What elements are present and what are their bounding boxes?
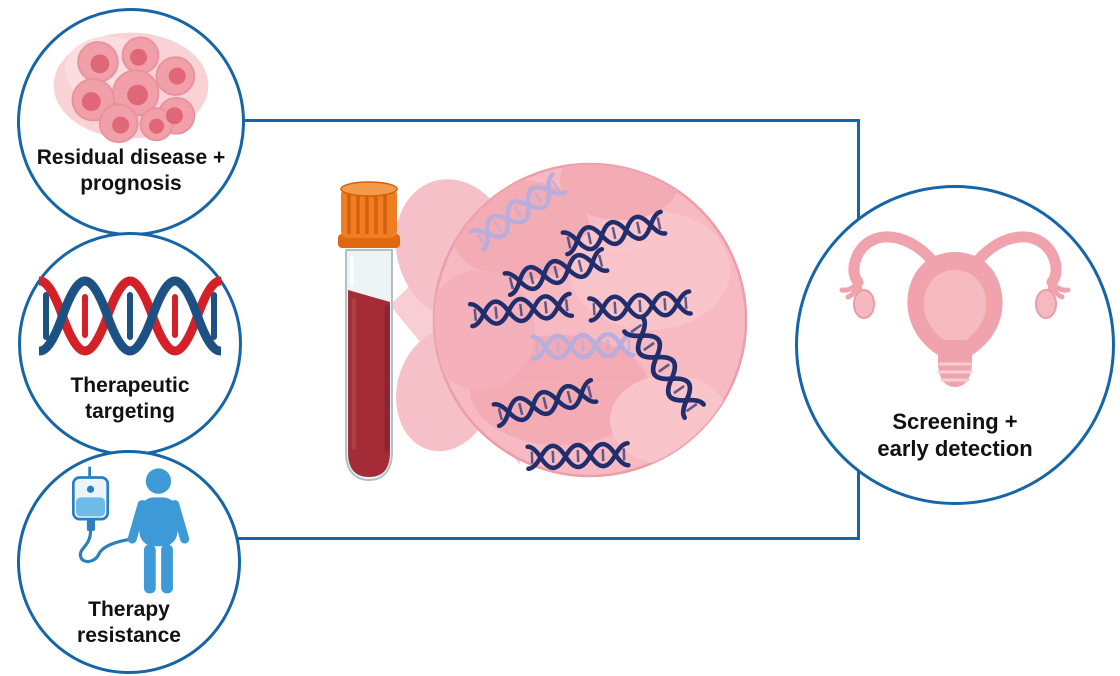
uterus-icon bbox=[839, 231, 1071, 387]
dna-helix-icon bbox=[39, 276, 221, 356]
iv-drip-patient-icon bbox=[71, 466, 190, 594]
node-label-therapy-resistance: Therapy resistance bbox=[77, 598, 181, 647]
node-label-therapeutic-targeting: Therapeutic targeting bbox=[70, 374, 190, 423]
node-therapy-resistance: Therapy resistance bbox=[17, 450, 241, 674]
node-residual-disease: Residual disease + prognosis bbox=[17, 8, 245, 236]
node-label-screening: Screening + early detection bbox=[877, 409, 1033, 461]
node-therapeutic-targeting: Therapeutic targeting bbox=[18, 232, 242, 456]
tumor-cells-icon bbox=[53, 32, 209, 144]
node-screening: Screening + early detection bbox=[795, 185, 1115, 505]
node-label-residual-disease: Residual disease + prognosis bbox=[36, 146, 226, 195]
blood-tube-icon bbox=[338, 181, 400, 482]
